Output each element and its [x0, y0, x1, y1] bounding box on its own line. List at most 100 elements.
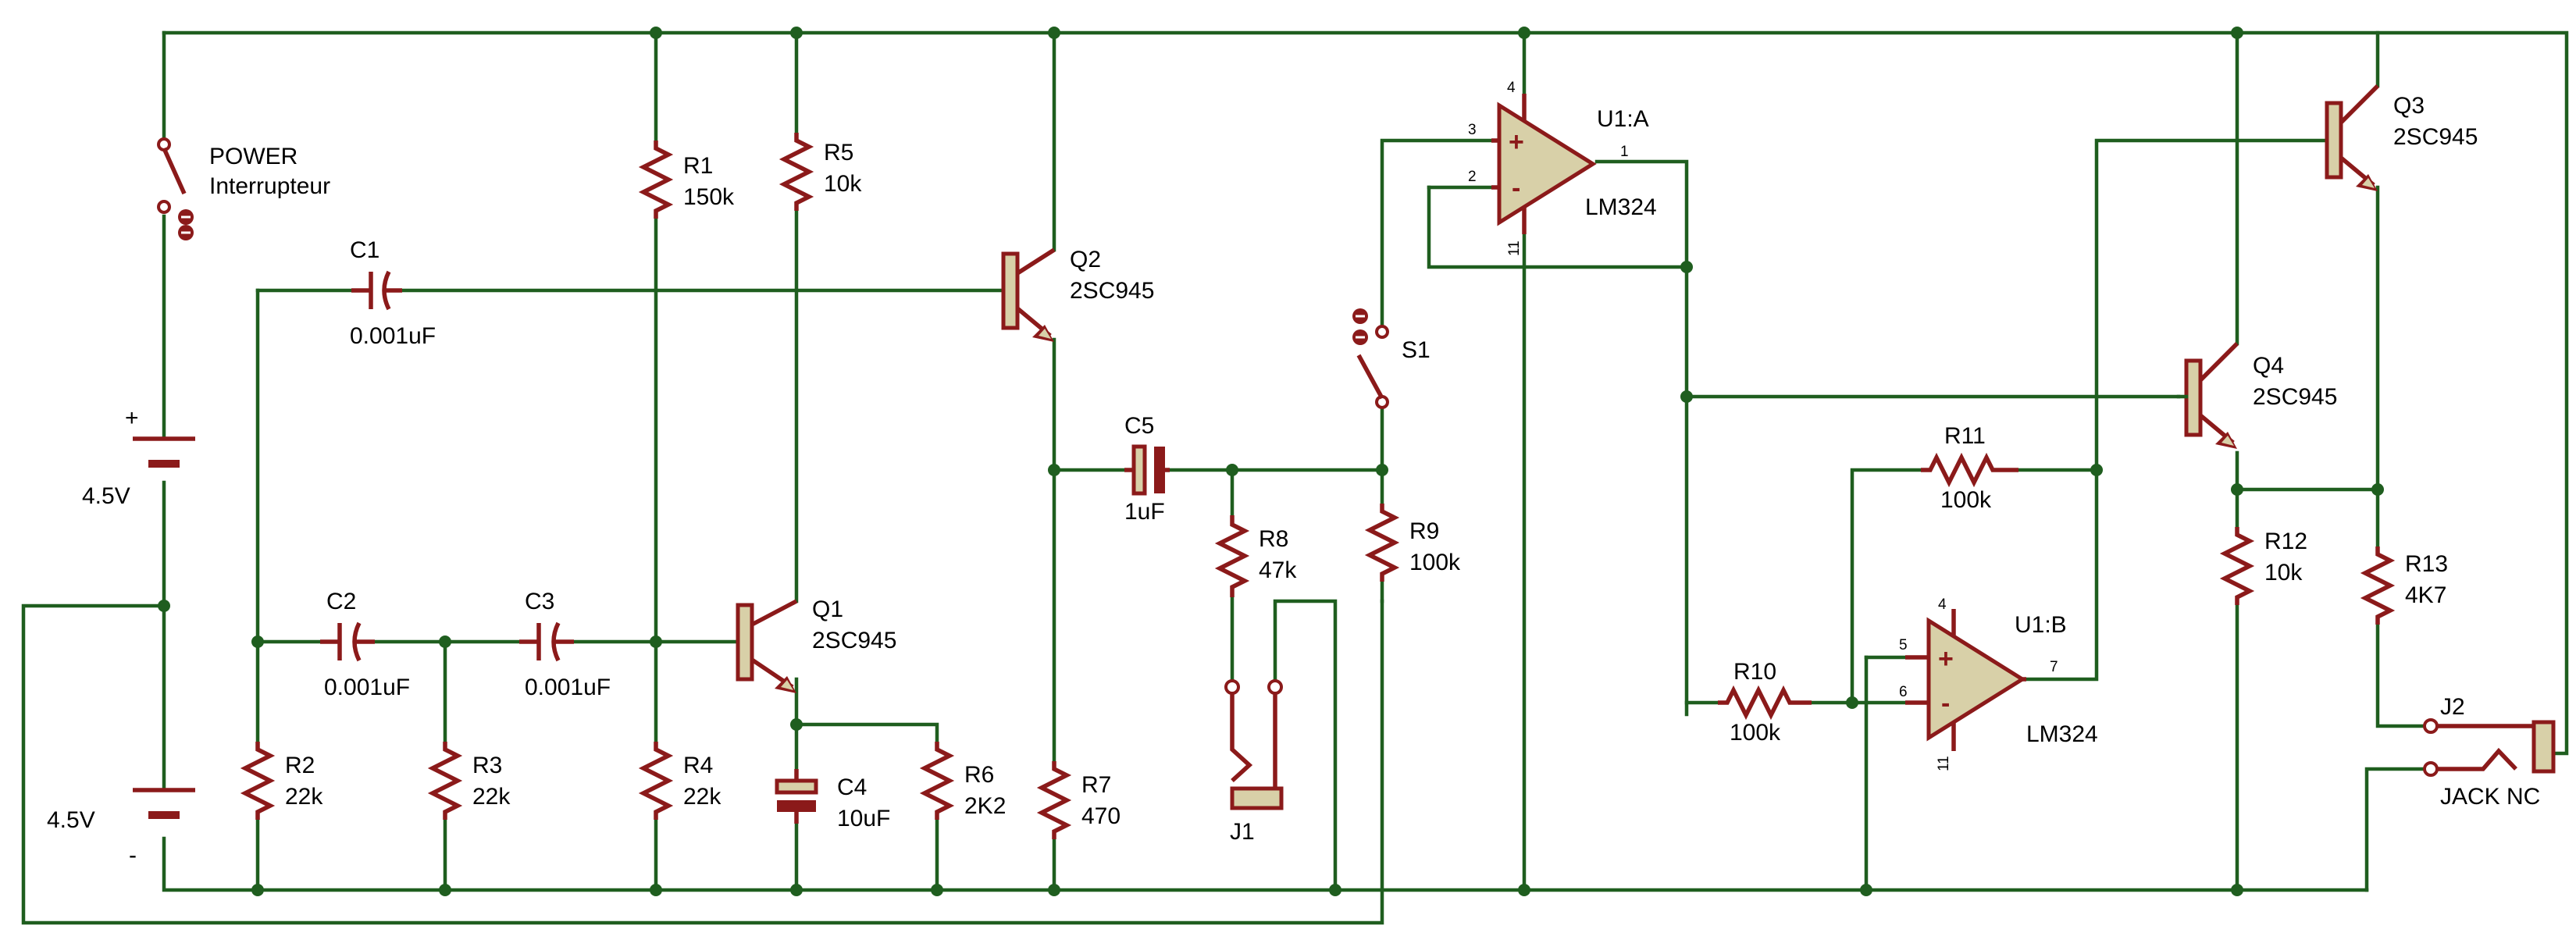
- r12-ref: R12: [2264, 529, 2307, 554]
- opamp-u1a: [1491, 94, 1597, 234]
- r8-ref: R8: [1259, 526, 1288, 552]
- u1b-value: LM324: [2026, 721, 2098, 747]
- r7-value: 470: [1081, 803, 1121, 829]
- u1a-ref: U1:A: [1597, 106, 1649, 132]
- q3-value: 2SC945: [2393, 124, 2478, 150]
- resistor-r12: [2219, 527, 2255, 605]
- battery-top: [133, 436, 195, 468]
- battery-top-plus: +: [125, 405, 139, 431]
- resistor-r4: [638, 742, 674, 820]
- jack-j2: [2423, 718, 2556, 777]
- r11-value: 100k: [1940, 487, 1992, 513]
- c5-value: 1uF: [1124, 499, 1165, 525]
- r2-ref: R2: [285, 753, 315, 778]
- u1a-value: LM324: [1585, 194, 1657, 220]
- q1-ref: Q1: [812, 596, 843, 622]
- c2-ref: C2: [326, 589, 356, 614]
- u1a-pin-plus: 3: [1468, 122, 1477, 138]
- r8-value: 47k: [1259, 557, 1297, 583]
- q3-ref: Q3: [2393, 93, 2425, 119]
- q4-value: 2SC945: [2253, 384, 2337, 410]
- u1a-pin-vcc: 4: [1507, 80, 1516, 96]
- q2-value: 2SC945: [1070, 278, 1154, 304]
- r4-ref: R4: [683, 753, 713, 778]
- c3-ref: C3: [525, 589, 554, 614]
- transistor-q1: [736, 599, 798, 693]
- resistor-r13: [2360, 546, 2396, 625]
- power-switch-label: POWER: [209, 144, 298, 169]
- battery-bottom-minus: -: [129, 842, 137, 868]
- resistor-r5: [779, 133, 814, 211]
- capacitor-c4: [775, 769, 818, 824]
- r9-ref: R9: [1409, 518, 1439, 544]
- battery-top-value: 4.5V: [82, 483, 130, 509]
- q2-ref: Q2: [1070, 247, 1101, 272]
- transistor-q2: [1001, 247, 1056, 342]
- capacitor-c1: [351, 270, 402, 311]
- resistor-r9: [1364, 504, 1400, 582]
- capacitor-c5: [1124, 444, 1170, 496]
- battery-bottom-value: 4.5V: [47, 807, 95, 833]
- u1a-plus-sign: +: [1509, 127, 1524, 157]
- r1-ref: R1: [683, 153, 713, 179]
- q4-ref: Q4: [2253, 353, 2284, 379]
- resistor-r10: [1718, 685, 1812, 721]
- u1b-pin-plus: 5: [1899, 637, 1908, 653]
- r4-value: 22k: [683, 784, 721, 810]
- power-switch-desc: Interrupteur: [209, 173, 330, 199]
- r3-ref: R3: [472, 753, 502, 778]
- wires: [21, 30, 2569, 925]
- u1b-minus-sign: -: [1941, 689, 1950, 718]
- r5-ref: R5: [824, 140, 853, 166]
- c4-value: 10uF: [837, 806, 890, 831]
- r13-value: 4K7: [2405, 582, 2446, 608]
- junctions: [158, 27, 2384, 896]
- r12-value: 10k: [2264, 560, 2303, 586]
- r9-value: 100k: [1409, 550, 1461, 575]
- resistor-r6: [919, 742, 955, 820]
- r6-ref: R6: [964, 762, 994, 788]
- c1-value: 0.001uF: [350, 323, 436, 349]
- j2-value: JACK NC: [2440, 784, 2540, 810]
- transistor-q3: [2325, 84, 2379, 191]
- battery-bottom: [133, 788, 195, 819]
- r11-ref: R11: [1944, 423, 1986, 449]
- c4-ref: C4: [837, 774, 867, 800]
- transistor-q4: [2184, 342, 2239, 449]
- r1-value: 150k: [683, 184, 735, 210]
- opamp-u1b: [1905, 609, 2026, 751]
- resistor-r7: [1036, 761, 1072, 839]
- capacitor-c3: [519, 621, 574, 662]
- j2-ref: J2: [2440, 694, 2465, 720]
- u1a-pin-out: 1: [1620, 144, 1629, 160]
- q1-value: 2SC945: [812, 628, 896, 653]
- resistor-r8: [1214, 515, 1250, 597]
- u1b-pin-gnd: 11: [1936, 756, 1952, 771]
- u1b-ref: U1:B: [2015, 612, 2067, 638]
- resistor-r2: [240, 742, 276, 820]
- resistor-r1: [638, 141, 674, 219]
- u1a-minus-sign: -: [1512, 173, 1520, 203]
- r10-value: 100k: [1730, 720, 1781, 746]
- r13-ref: R13: [2405, 551, 2448, 577]
- switch-s1[interactable]: [1352, 308, 1389, 409]
- resistor-r11: [1921, 452, 2018, 488]
- u1b-pin-out: 7: [2050, 659, 2058, 675]
- resistor-r3: [427, 742, 463, 820]
- u1a-pin-gnd: 11: [1506, 240, 1523, 256]
- r10-ref: R10: [1733, 659, 1776, 685]
- jack-j1: [1224, 679, 1284, 810]
- r5-value: 10k: [824, 171, 862, 197]
- power-switch[interactable]: [157, 137, 194, 240]
- u1b-pin-minus: 6: [1899, 684, 1908, 700]
- r6-value: 2K2: [964, 793, 1006, 819]
- s1-ref: S1: [1402, 337, 1431, 363]
- c5-ref: C5: [1124, 413, 1154, 439]
- u1a-pin-minus: 2: [1468, 169, 1477, 185]
- c1-ref: C1: [350, 237, 379, 263]
- j1-ref: J1: [1230, 819, 1255, 845]
- r3-value: 22k: [472, 784, 511, 810]
- r2-value: 22k: [285, 784, 323, 810]
- c3-value: 0.001uF: [525, 675, 611, 700]
